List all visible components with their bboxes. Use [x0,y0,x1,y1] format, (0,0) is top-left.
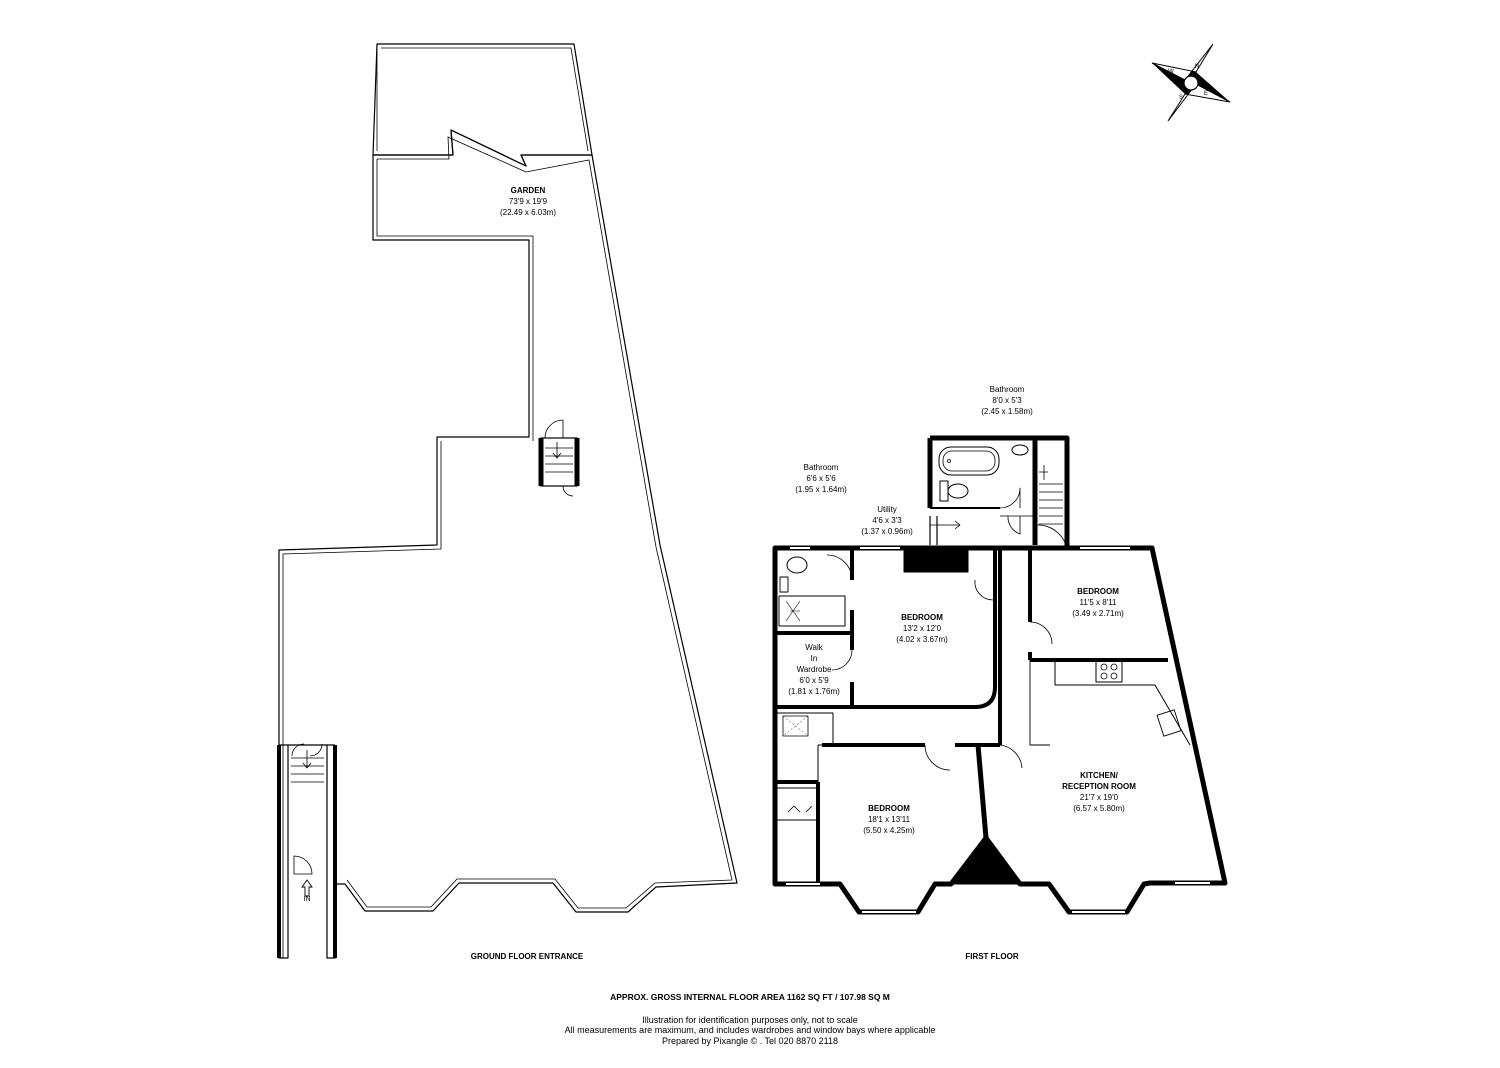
ground-floor-plan [277,43,738,959]
svg-text:6'6 x 5'6: 6'6 x 5'6 [806,474,836,483]
garden-outline [278,129,738,959]
svg-text:6'0 x 5'9: 6'0 x 5'9 [799,676,829,685]
svg-text:KITCHEN/: KITCHEN/ [1080,771,1119,780]
svg-text:In: In [811,654,818,663]
svg-text:(1.81 x 1.76m): (1.81 x 1.76m) [788,687,840,696]
svg-text:(2.45 x 1.58m): (2.45 x 1.58m) [981,407,1033,416]
svg-text:BEDROOM: BEDROOM [901,613,943,622]
first-floor-plan [772,435,1228,915]
svg-text:BEDROOM: BEDROOM [1077,587,1119,596]
bedroom-front-label: BEDROOM 18'1 x 13'11 (5.50 x 4.25m) [863,804,915,835]
compass-s: S [1179,95,1183,101]
compass-rose-icon: N E S W [1151,43,1231,122]
svg-text:Bathroom: Bathroom [804,463,839,472]
compass-e: E [1204,91,1208,97]
prepared-by-line: Prepared by Pixangle © . Tel 020 8870 21… [662,1036,838,1046]
svg-text:(4.02 x 3.67m): (4.02 x 3.67m) [896,635,948,644]
bedroom-main-label: BEDROOM 13'2 x 12'0 (4.02 x 3.67m) [896,613,948,644]
garden-rear-strip [372,43,593,167]
entrance-label: IN [304,896,311,903]
bedroom-right-label: BEDROOM 11'5 x 8'11 (3.49 x 2.71m) [1072,587,1124,618]
svg-text:(1.95 x 1.64m): (1.95 x 1.64m) [795,485,847,494]
wardrobe-label: Walk In Wardrobe 6'0 x 5'9 (1.81 x 1.76m… [788,643,840,696]
svg-text:(1.37 x 0.96m): (1.37 x 0.96m) [861,527,913,536]
svg-text:Walk: Walk [805,643,823,652]
svg-text:4'6 x 3'3: 4'6 x 3'3 [872,516,902,525]
svg-text:8'0 x 5'3: 8'0 x 5'3 [992,396,1022,405]
svg-text:18'1 x 13'11: 18'1 x 13'11 [868,815,911,824]
svg-text:GARDEN: GARDEN [511,186,546,195]
first-floor-title: FIRST FLOOR [965,952,1019,961]
svg-text:Utility: Utility [877,505,897,514]
svg-text:(3.49 x 2.71m): (3.49 x 2.71m) [1072,609,1124,618]
svg-text:73'9 x 19'9: 73'9 x 19'9 [509,197,548,206]
disclaimer-line-2: All measurements are maximum, and includ… [564,1025,936,1035]
ground-floor-title: GROUND FLOOR ENTRANCE [471,952,584,961]
entrance-arrow-icon [301,879,313,897]
svg-text:RECEPTION ROOM: RECEPTION ROOM [1062,782,1136,791]
compass-w: W [1168,69,1174,75]
svg-text:21'7 x 19'0: 21'7 x 19'0 [1080,793,1119,802]
compass-n: N [1195,64,1199,70]
garden-label: GARDEN 73'9 x 19'9 (22.49 x 6.03m) [500,186,556,217]
disclaimer-line-1: Illustration for identification purposes… [642,1015,858,1025]
floor-area-summary: APPROX. GROSS INTERNAL FLOOR AREA 1162 S… [610,992,890,1002]
svg-text:(5.50 x 4.25m): (5.50 x 4.25m) [863,826,915,835]
svg-text:(6.57 x 5.80m): (6.57 x 5.80m) [1073,804,1125,813]
svg-text:11'5 x 8'11: 11'5 x 8'11 [1079,598,1117,607]
svg-text:13'2 x 12'0: 13'2 x 12'0 [903,624,942,633]
utility-label: Utility 4'6 x 3'3 (1.37 x 0.96m) [861,505,913,536]
svg-text:Wardrobe: Wardrobe [797,665,832,674]
bathroom-top-label: Bathroom 8'0 x 5'3 (2.45 x 1.58m) [981,385,1033,416]
bathroom-left-label: Bathroom 6'6 x 5'6 (1.95 x 1.64m) [795,463,847,494]
svg-text:BEDROOM: BEDROOM [868,804,910,813]
svg-text:(22.49 x 6.03m): (22.49 x 6.03m) [500,208,556,217]
svg-text:Bathroom: Bathroom [990,385,1025,394]
kitchen-label: KITCHEN/ RECEPTION ROOM 21'7 x 19'0 (6.5… [1062,771,1136,813]
